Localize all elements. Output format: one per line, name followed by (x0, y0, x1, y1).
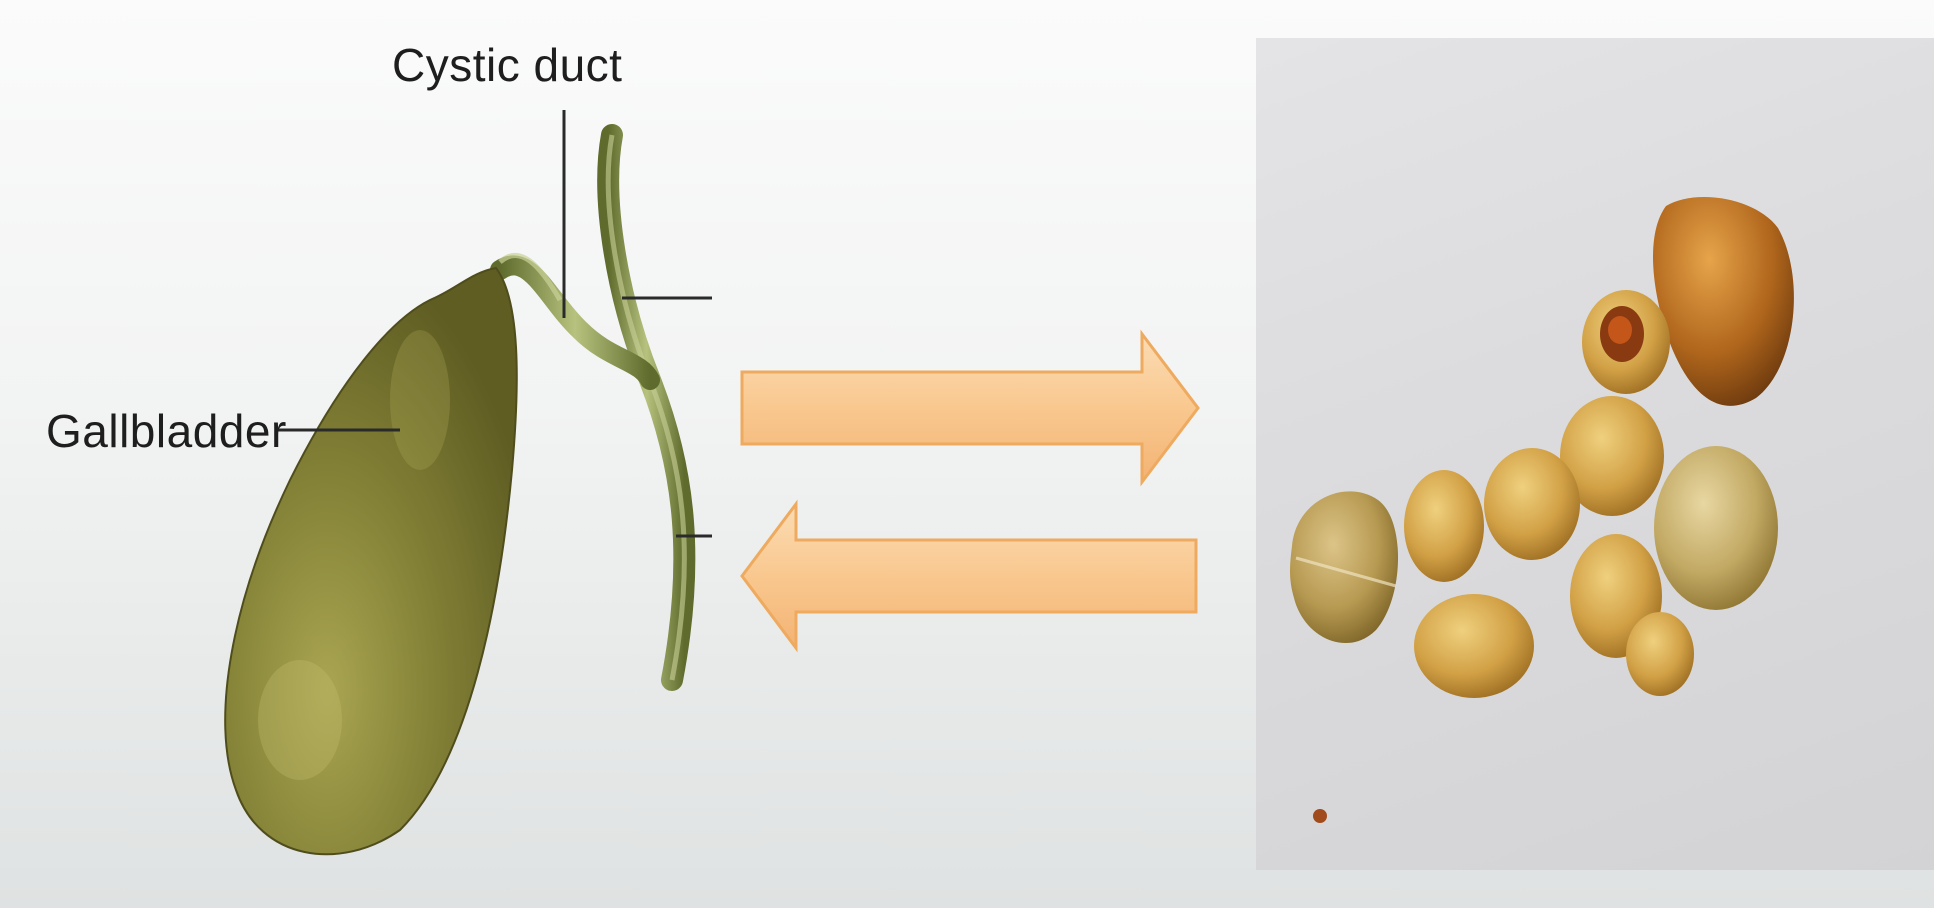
gallstone (1653, 197, 1794, 406)
gallstone (1290, 491, 1398, 643)
gallstone (1414, 594, 1534, 698)
cystic-duct-label: Cystic duct (392, 38, 622, 92)
gallstone (1404, 470, 1484, 582)
gallbladder-shape (225, 268, 517, 854)
gallstones-photo (1256, 38, 1934, 870)
gallstone (1626, 612, 1694, 696)
gallbladder-label: Gallbladder (46, 404, 287, 458)
arrow-right-icon (742, 334, 1198, 482)
gallstone (1654, 446, 1778, 610)
bile-duct (608, 135, 684, 680)
arrows (730, 320, 1210, 660)
arrow-left-icon (742, 504, 1196, 648)
debris-speck (1313, 809, 1327, 823)
gallstone (1484, 448, 1580, 560)
